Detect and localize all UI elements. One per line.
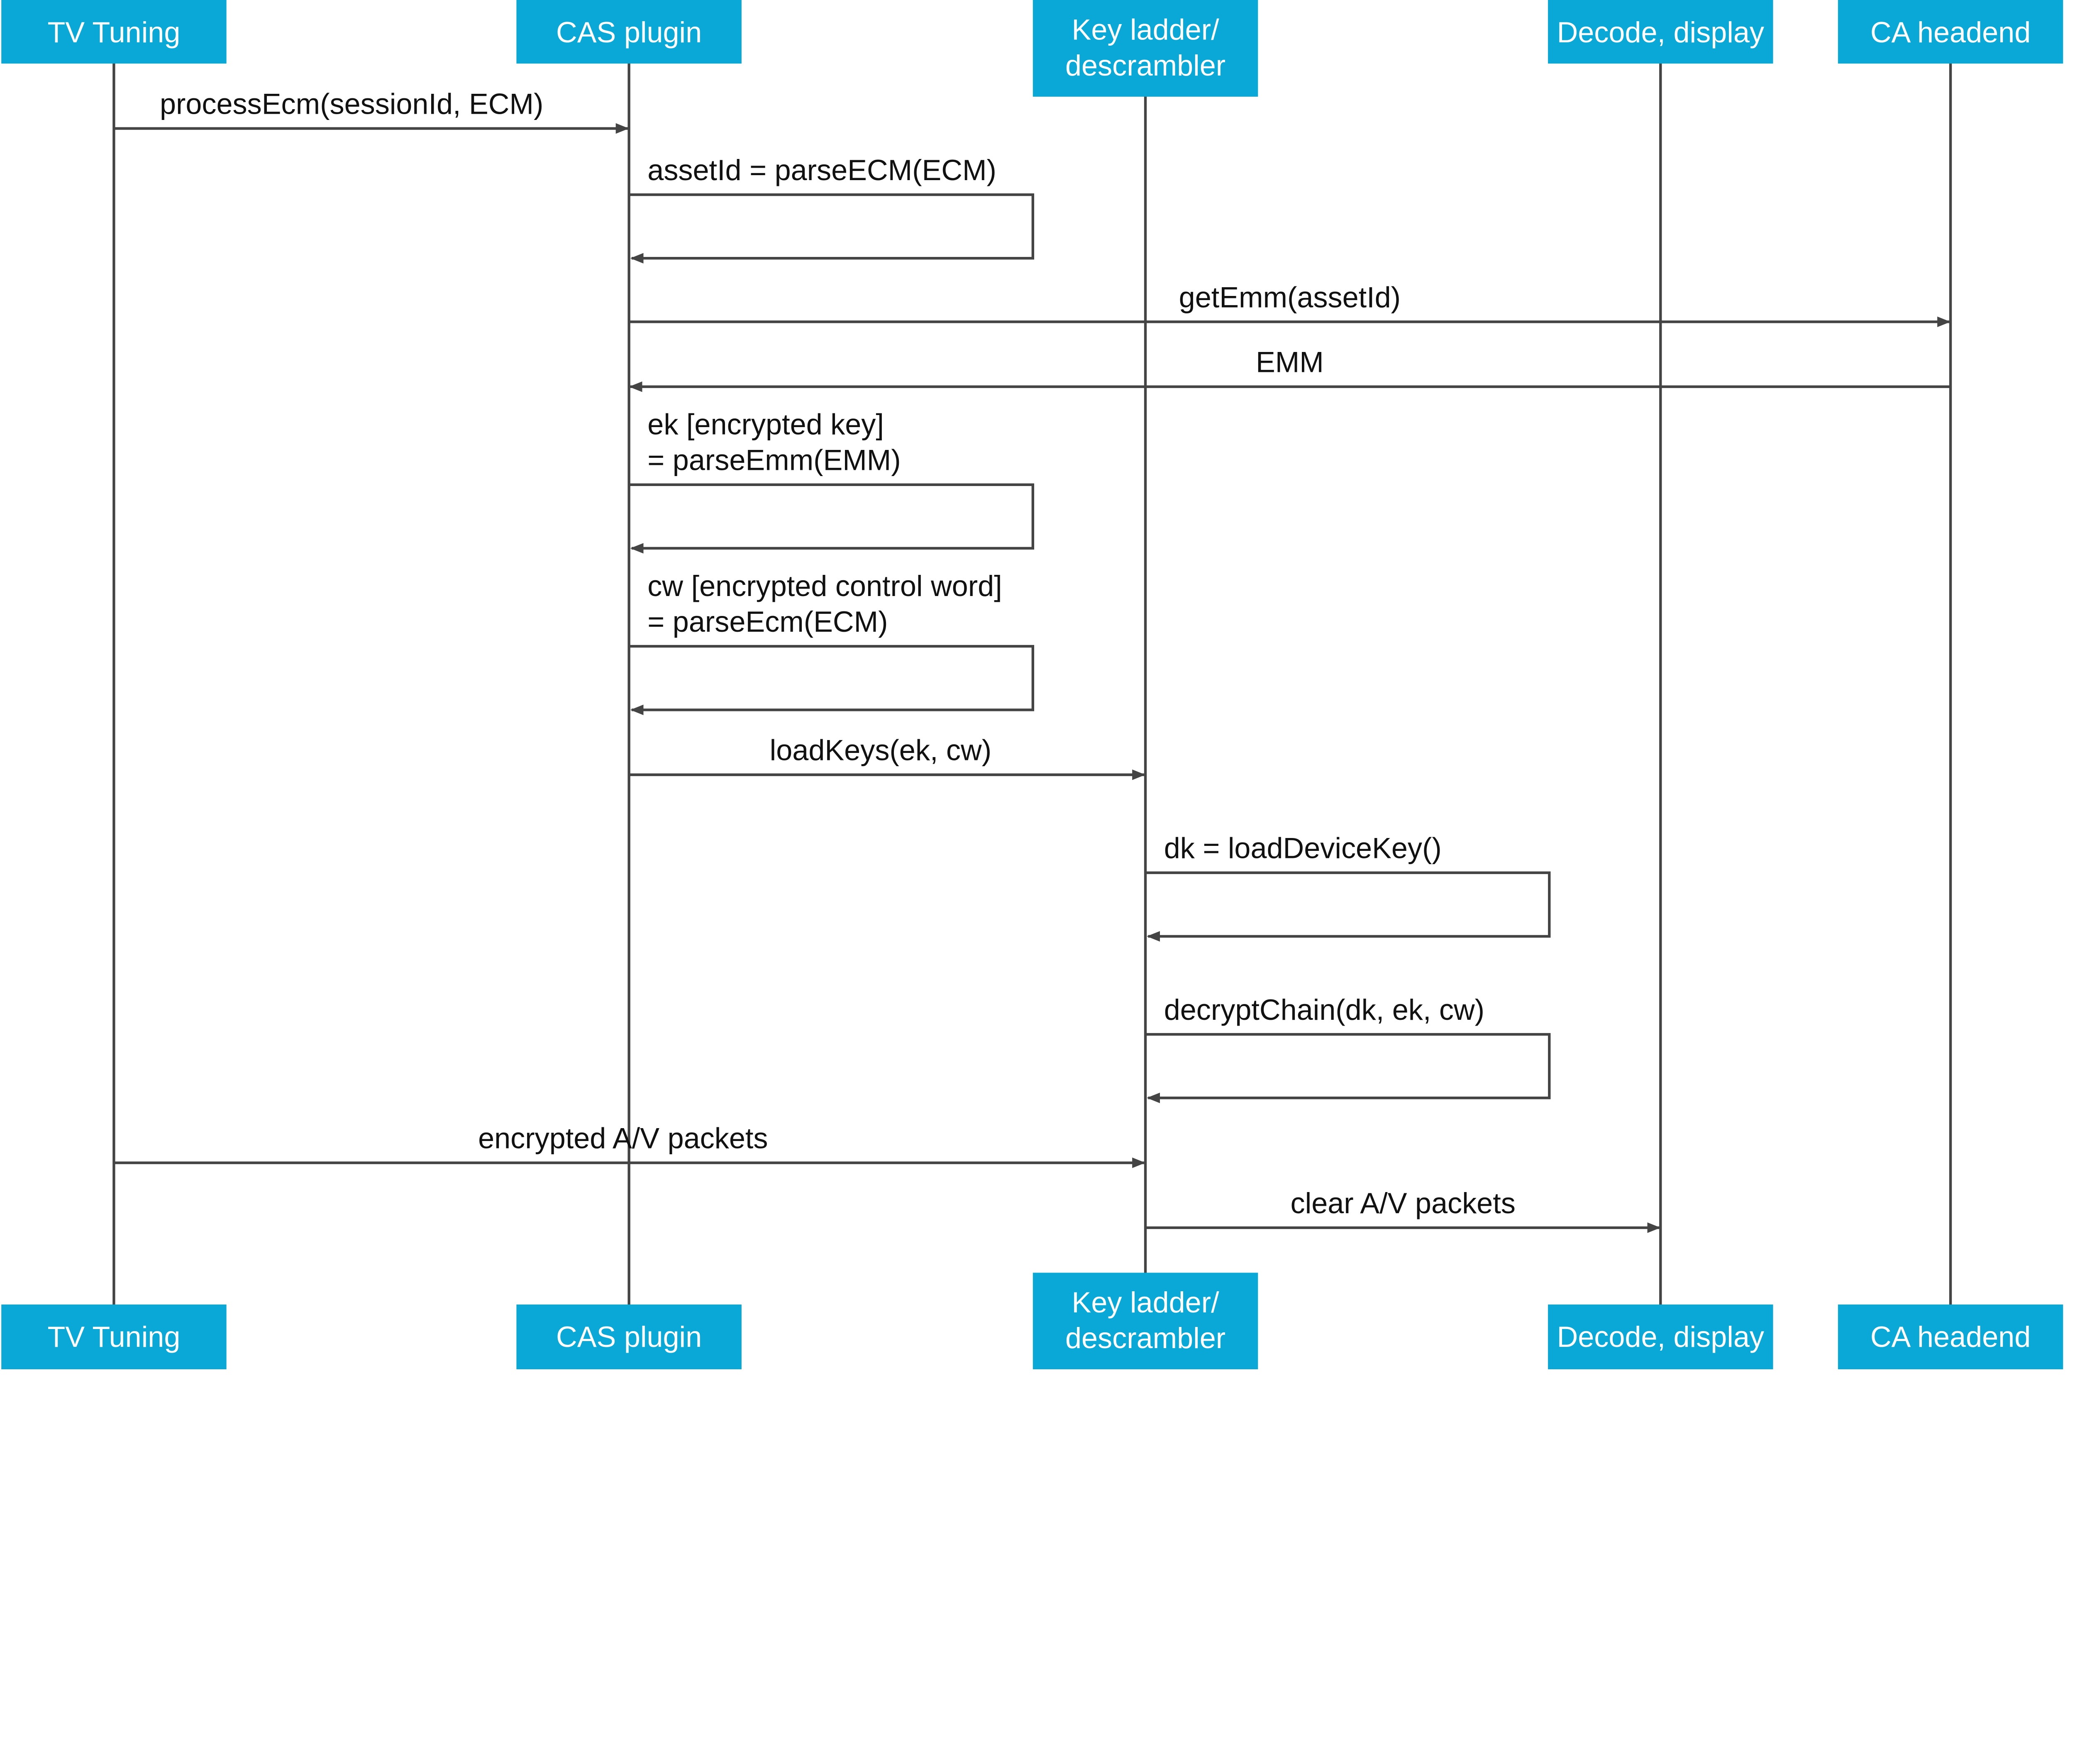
message-11: clear A/V packets	[1145, 1187, 1661, 1233]
participant-cas-bottom: CAS plugin	[516, 1304, 742, 1370]
message-1: processEcm(sessionId, ECM)	[114, 87, 629, 134]
participant-box	[1033, 1273, 1258, 1370]
participant-key-top: Key ladder/descrambler	[1033, 0, 1258, 97]
message-label: getEmm(assetId)	[1179, 281, 1401, 313]
message-label: = parseEmm(EMM)	[647, 444, 901, 476]
participant-label: Decode, display	[1557, 1320, 1764, 1353]
participant-box	[1548, 0, 1773, 64]
self-call-arrow	[1145, 871, 1551, 942]
participant-box	[516, 0, 742, 64]
participant-label: CAS plugin	[556, 1320, 702, 1353]
participant-tv-bottom: TV Tuning	[1, 1304, 227, 1370]
messages: processEcm(sessionId, ECM) assetId = pars…	[114, 87, 1951, 1233]
participant-box	[1033, 0, 1258, 97]
participant-key-bottom: Key ladder/descrambler	[1033, 1273, 1258, 1370]
participant-decode-top: Decode, display	[1548, 0, 1773, 64]
participant-label: TV Tuning	[47, 1320, 180, 1353]
message-6: cw [encrypted control word]= parseEcm(EC…	[629, 569, 1035, 716]
message-label: assetId = parseECM(ECM)	[647, 154, 996, 186]
sequence-diagram: processEcm(sessionId, ECM) assetId = pars…	[1, 0, 2063, 1370]
participant-label: Key ladder/	[1072, 13, 1220, 46]
message-label: dk = loadDeviceKey()	[1164, 832, 1442, 865]
message-label: = parseEcm(ECM)	[647, 605, 888, 638]
message-3: getEmm(assetId)	[629, 281, 1951, 327]
lifelines	[112, 13, 1952, 1351]
participant-box	[1, 1304, 227, 1370]
message-9: decryptChain(dk, ek, cw)	[1145, 993, 1551, 1103]
participant-ca-top: CA headend	[1838, 0, 2063, 64]
participant-label: descrambler	[1065, 1322, 1225, 1354]
participant-label: TV Tuning	[47, 16, 180, 49]
message-label: processEcm(sessionId, ECM)	[160, 87, 543, 120]
participant-box	[1, 0, 227, 64]
message-label: encrypted A/V packets	[478, 1121, 768, 1154]
message-label: loadKeys(ek, cw)	[770, 734, 991, 767]
participant-label: descrambler	[1065, 49, 1225, 82]
message-label: EMM	[1256, 346, 1324, 379]
message-label: ek [encrypted key]	[647, 408, 884, 441]
participant-decode-bottom: Decode, display	[1548, 1304, 1773, 1370]
message-10: encrypted A/V packets	[114, 1121, 1146, 1168]
message-8: dk = loadDeviceKey()	[1145, 832, 1551, 942]
participant-label: CAS plugin	[556, 16, 702, 49]
self-call-arrow	[629, 645, 1035, 716]
self-call-arrow	[1145, 1033, 1551, 1103]
participant-label: Key ladder/	[1072, 1286, 1220, 1319]
message-2: assetId = parseECM(ECM)	[629, 154, 1035, 264]
participant-label: CA headend	[1870, 1320, 2031, 1353]
participant-box	[1838, 0, 2063, 64]
message-5: ek [encrypted key]= parseEmm(EMM)	[629, 408, 1035, 554]
participant-box	[1548, 1304, 1773, 1370]
participant-box	[1838, 1304, 2063, 1370]
participant-ca-bottom: CA headend	[1838, 1304, 2063, 1370]
participant-tv-top: TV Tuning	[1, 0, 227, 64]
message-7: loadKeys(ek, cw)	[629, 734, 1146, 780]
message-4: EMM	[629, 346, 1951, 392]
self-call-arrow	[629, 193, 1035, 264]
participant-label: CA headend	[1870, 16, 2031, 49]
participant-box	[516, 1304, 742, 1370]
message-label: clear A/V packets	[1291, 1187, 1516, 1219]
participant-cas-top: CAS plugin	[516, 0, 742, 64]
participant-label: Decode, display	[1557, 16, 1764, 49]
self-call-arrow	[629, 483, 1035, 554]
message-label: decryptChain(dk, ek, cw)	[1164, 993, 1484, 1026]
message-label: cw [encrypted control word]	[647, 569, 1002, 602]
